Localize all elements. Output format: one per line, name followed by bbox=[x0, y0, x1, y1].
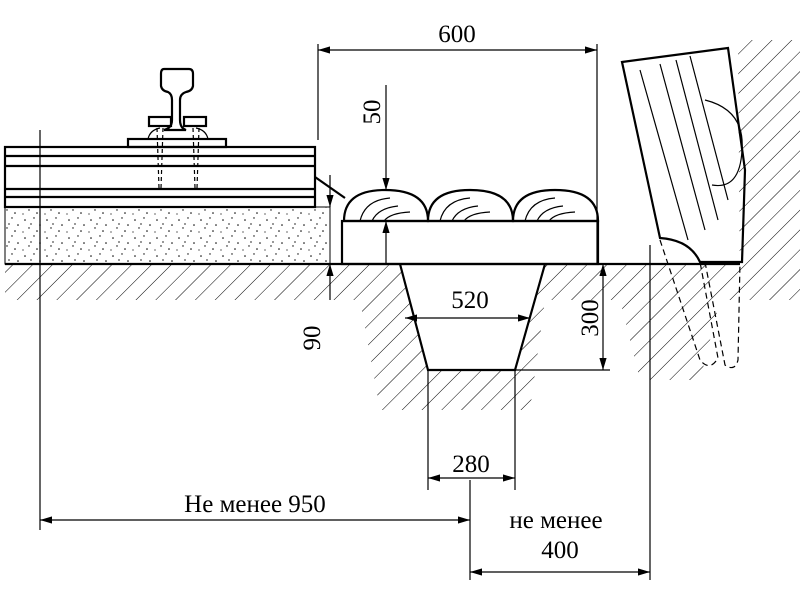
dimension-280: 280 bbox=[452, 451, 490, 478]
dimension-min-400: 400 bbox=[541, 537, 579, 564]
ground-hatching bbox=[5, 40, 800, 410]
dimension-min-950: Не менее 950 bbox=[184, 491, 326, 518]
dimension-lines bbox=[40, 46, 650, 576]
extension-lines bbox=[39, 44, 651, 580]
obstacle-trunk bbox=[620, 46, 747, 369]
dimension-50: 50 bbox=[359, 100, 386, 125]
dimension-600: 600 bbox=[438, 21, 476, 48]
sandbag-berm bbox=[340, 188, 600, 266]
dimension-min-label: не менее bbox=[509, 507, 602, 534]
ballast-layer bbox=[4, 206, 331, 265]
dimension-300: 300 bbox=[577, 299, 604, 337]
sleeper-stack bbox=[3, 145, 317, 209]
rail bbox=[126, 67, 228, 189]
dimension-520: 520 bbox=[451, 287, 489, 314]
dimension-90: 90 bbox=[299, 326, 326, 351]
